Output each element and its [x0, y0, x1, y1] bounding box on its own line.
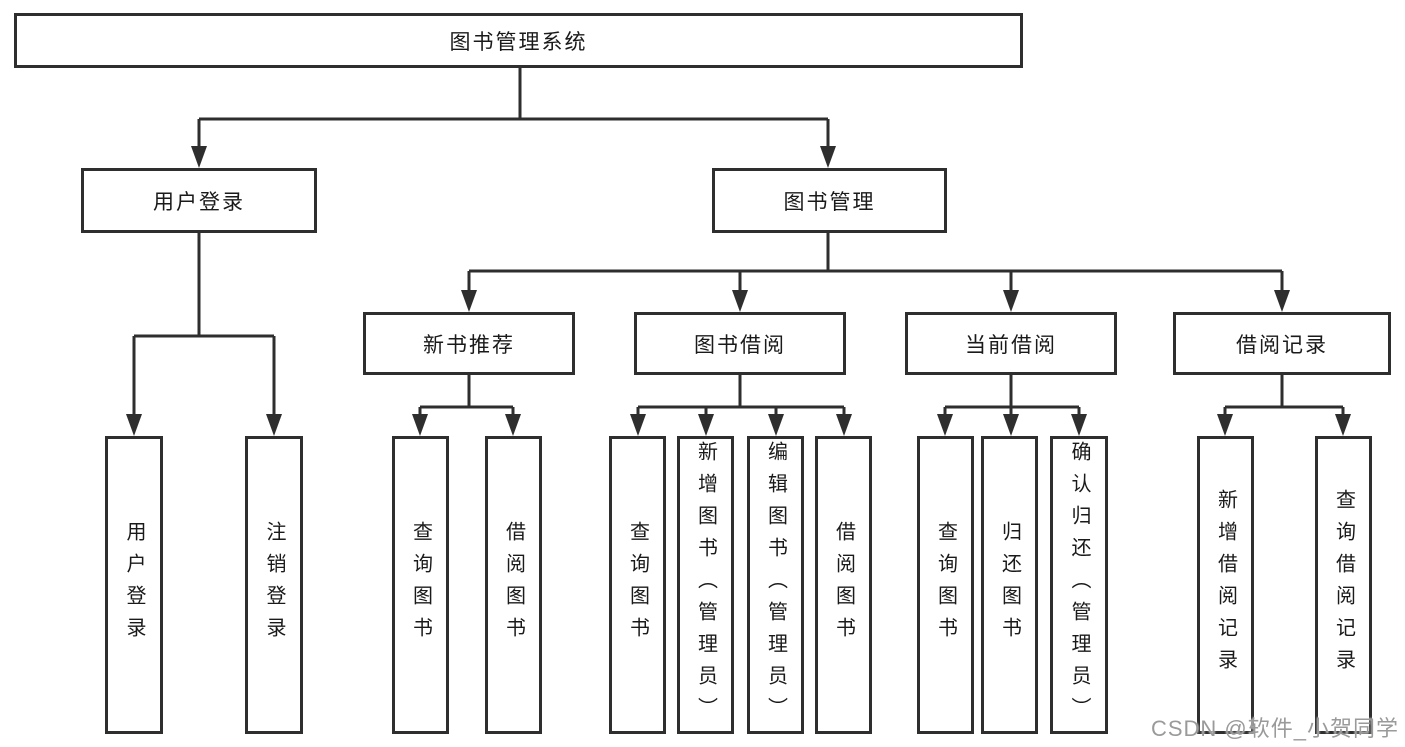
node-label: 图书借阅: [694, 333, 786, 357]
node-book-borrow: 图书借阅: [634, 312, 846, 375]
node-label: 借阅记录: [1236, 333, 1328, 357]
node-current-borrow: 当前借阅: [905, 312, 1117, 375]
node-label: 查询图书: [626, 521, 649, 649]
node-label: 图书管理: [783, 190, 876, 214]
node-bb-edit-books-admin: 编辑图书（管理员）: [747, 436, 804, 734]
node-borrow-records: 借阅记录: [1173, 312, 1391, 375]
arrowheads: [126, 146, 1351, 436]
node-label: 查询借阅记录: [1332, 489, 1355, 681]
node-nbr-query-books: 查询图书: [392, 436, 449, 734]
node-label: 归还图书: [998, 521, 1021, 649]
node-bb-add-books-admin: 新增图书（管理员）: [677, 436, 734, 734]
node-label: 当前借阅: [965, 333, 1057, 357]
node-cb-confirm-return-admin: 确认归还（管理员）: [1050, 436, 1108, 734]
node-nbr-borrow-books: 借阅图书: [485, 436, 542, 734]
node-label: 查询图书: [409, 521, 432, 649]
node-bb-borrow-books: 借阅图书: [815, 436, 872, 734]
node-label: 图书管理系统: [449, 30, 588, 54]
node-logout-action: 注销登录: [245, 436, 303, 734]
node-label: 借阅图书: [502, 521, 525, 649]
node-br-add-record: 新增借阅记录: [1197, 436, 1254, 734]
node-bb-query-books: 查询图书: [609, 436, 666, 734]
node-br-query-record: 查询借阅记录: [1315, 436, 1372, 734]
node-label: 用户登录: [153, 190, 245, 214]
csdn-watermark: CSDN @软件_小贺同学: [1150, 716, 1399, 741]
node-label: 新增图书（管理员）: [694, 441, 717, 729]
node-label: 用户登录: [123, 521, 145, 649]
node-label: 注销登录: [263, 521, 285, 649]
node-label: 查询图书: [934, 521, 957, 649]
node-label: 借阅图书: [832, 521, 855, 649]
node-label: 编辑图书（管理员）: [764, 441, 787, 729]
node-user-login-action: 用户登录: [105, 436, 163, 734]
node-cb-query-books: 查询图书: [917, 436, 974, 734]
node-user-login: 用户登录: [81, 168, 317, 233]
node-root-library-management-system: 图书管理系统: [14, 13, 1023, 68]
node-book-management: 图书管理: [712, 168, 947, 233]
node-new-book-recommend: 新书推荐: [363, 312, 575, 375]
node-cb-return-books: 归还图书: [981, 436, 1038, 734]
node-label: 确认归还（管理员）: [1068, 441, 1090, 729]
node-label: 新增借阅记录: [1214, 489, 1237, 681]
node-label: 新书推荐: [423, 333, 515, 357]
